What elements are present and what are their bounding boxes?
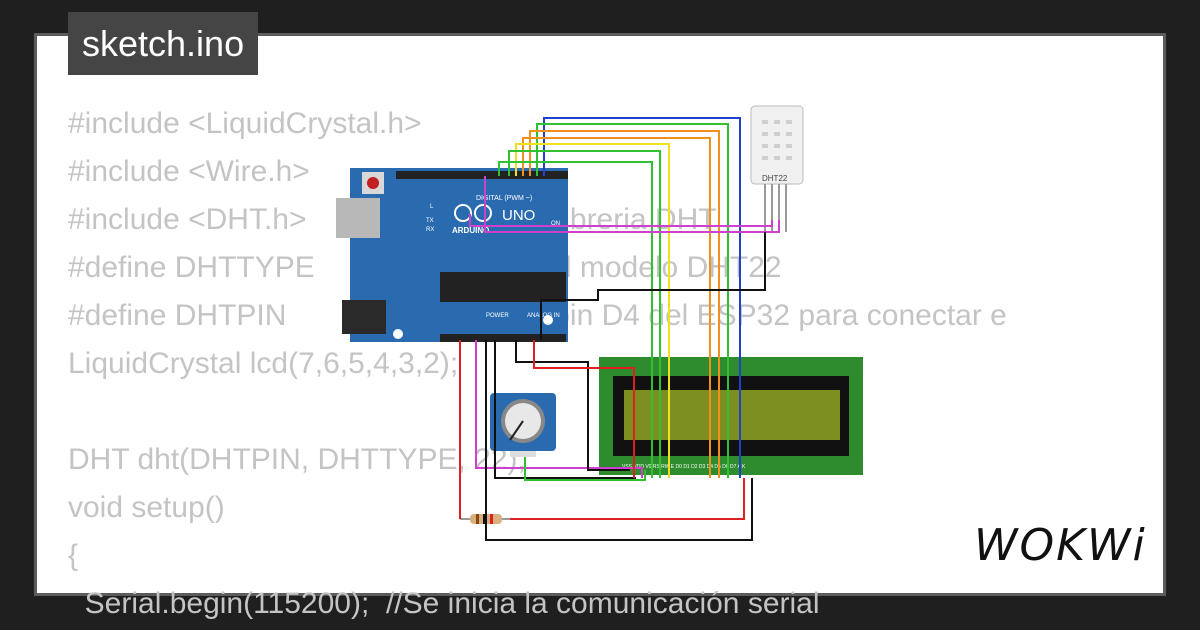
power-analog-header	[440, 334, 566, 342]
dht22-sensor[interactable]: DHT22	[750, 105, 804, 232]
uno-label: UNO	[502, 207, 535, 224]
digital-label: DIGITAL (PWM ~)	[476, 195, 532, 202]
usb-port	[336, 198, 380, 238]
code-line: Serial.begin(115200); //Se inicia la com…	[68, 587, 820, 620]
potentiometer[interactable]	[490, 393, 556, 457]
l-label: L	[430, 204, 434, 210]
arduino-label: ARDUINO	[452, 226, 489, 235]
code-line: #include <Wire.h>	[68, 155, 310, 188]
dht22-label: DHT22	[762, 174, 788, 183]
code-line: {	[68, 539, 79, 572]
digital-header	[396, 171, 568, 179]
wokwi-logo: WOKWi	[974, 520, 1147, 571]
code-line: LiquidCrystal lcd(7,6,5,4,3,2);	[68, 347, 459, 380]
lcd-pin-labels: VSS VDD V0 RS RW E D0 D1 D2 D3 D4 D5 D6 …	[622, 464, 746, 470]
file-name: sketch.ino	[82, 23, 245, 64]
power-label: POWER	[486, 313, 509, 319]
code-line: DHT dht(DHTPIN, DHTTYPE, 22);	[68, 443, 526, 476]
wires	[459, 117, 780, 541]
arduino-logo-icon	[454, 204, 472, 222]
lcd-1602[interactable]: VSS VDD V0 RS RW E D0 D1 D2 D3 D4 D5 D6 …	[599, 357, 863, 475]
code-line: #include <LiquidCrystal.h>	[68, 107, 422, 140]
tx-label: TX	[426, 218, 434, 224]
canvas-frame	[34, 33, 1166, 596]
atmega-chip	[440, 272, 566, 302]
arduino-uno-board[interactable]: DIGITAL (PWM ~) UNO ARDUINO POWER ANALOG…	[336, 168, 568, 342]
analog-label: ANALOG IN	[527, 313, 560, 319]
on-label: ON	[551, 221, 560, 227]
code-line: void setup()	[68, 491, 225, 524]
file-tab[interactable]: sketch.ino	[68, 12, 259, 75]
power-jack	[342, 300, 386, 334]
rx-label: RX	[426, 227, 434, 233]
